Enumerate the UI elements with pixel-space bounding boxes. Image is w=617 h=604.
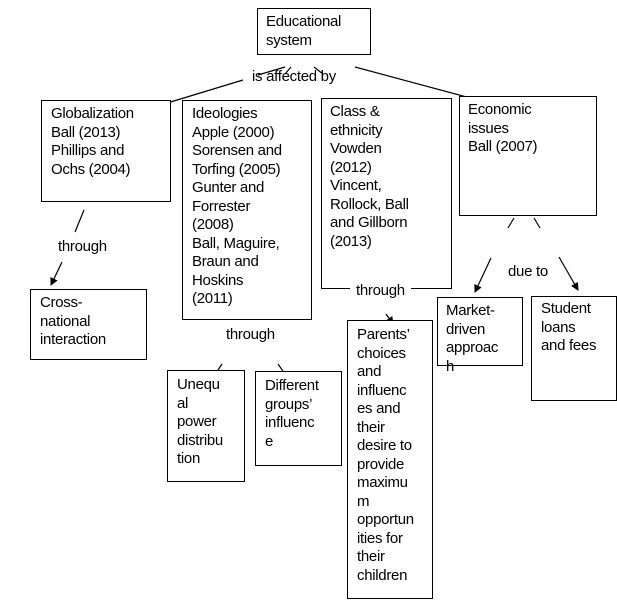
market-driven-text: Market- driven approac h <box>446 302 499 375</box>
parents-choices-text: Parents’ choices and influenc es and the… <box>357 326 414 584</box>
ideologies-box <box>182 100 312 320</box>
student-loans-text: Student loans and fees <box>541 300 597 354</box>
class-text: Class & ethnicity Vowden (2012) Vincent,… <box>330 103 409 250</box>
economic-text: Economic issues Ball (2007) <box>468 101 538 155</box>
unequal-power-text: Unequ al power distribu tion <box>177 376 223 467</box>
globalization-box <box>41 100 171 202</box>
ideologies-text: Ideologies Apple (2000) Sorensen and Tor… <box>192 105 282 307</box>
cross-national-text: Cross- national interaction <box>40 294 106 348</box>
arrow-to-cross-national <box>50 261 63 286</box>
unequal-power-box <box>167 370 245 482</box>
globalization-text: Globalization Ball (2013) Phillips and O… <box>51 105 134 178</box>
connector-through-ideologies: through <box>226 326 275 344</box>
arrow-to-student <box>558 256 579 291</box>
different-groups-box <box>255 371 342 466</box>
parents-choices-box <box>347 320 433 599</box>
line-top-b <box>284 66 292 75</box>
line-glob-a <box>74 209 85 233</box>
different-groups-text: Different groups’ influenc e <box>265 377 319 450</box>
economic-box <box>459 96 597 216</box>
line-econ-a <box>507 217 515 229</box>
connector-is-affected-by: is affected by <box>252 68 336 85</box>
line-econ-b <box>533 217 541 229</box>
root-box <box>257 8 371 55</box>
market-driven-box <box>437 297 523 366</box>
line-top-c <box>313 66 324 75</box>
cross-national-box <box>30 289 147 360</box>
root-text: Educational system <box>266 13 342 49</box>
connector-due-to: due to <box>508 263 548 281</box>
arrow-to-market <box>474 257 492 293</box>
student-loans-box <box>531 296 617 401</box>
connector-through-class: through <box>350 282 411 300</box>
connector-through-globalization: through <box>58 238 107 256</box>
class-box <box>321 98 452 289</box>
line-top-a <box>257 66 286 76</box>
